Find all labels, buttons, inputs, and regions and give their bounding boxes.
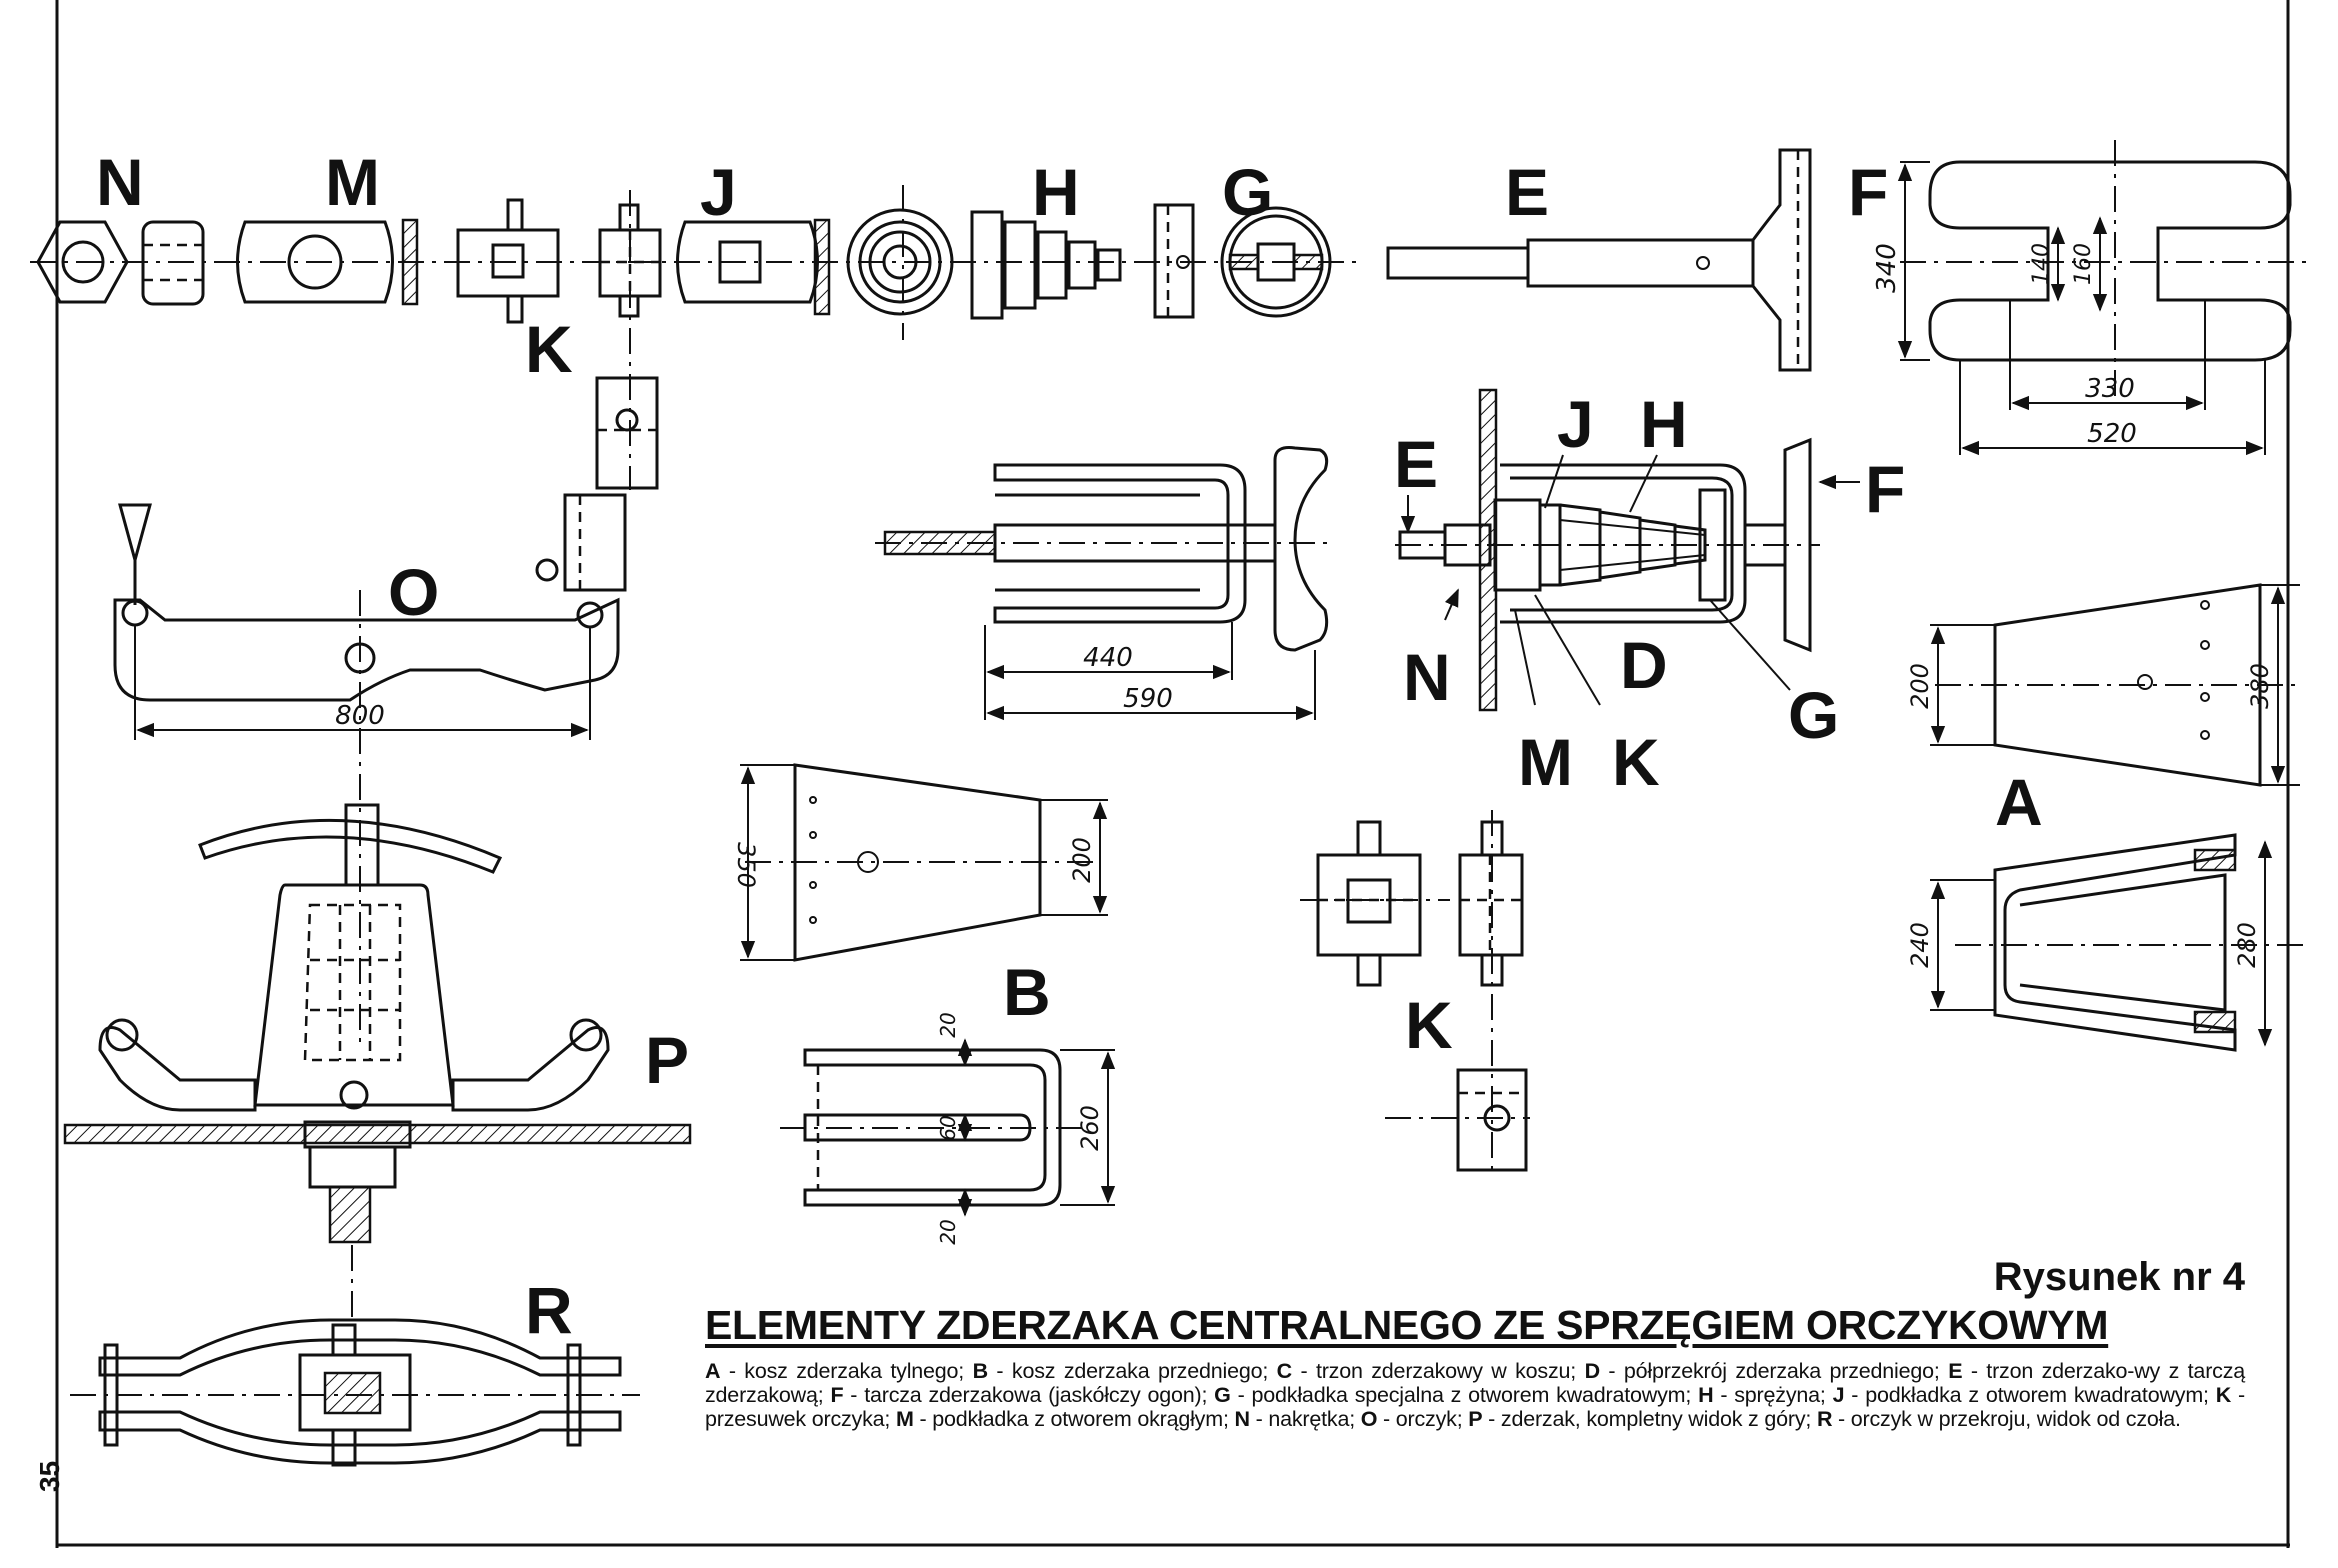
legend-text-p: - zderzak, kompletny widok z góry; xyxy=(1482,1407,1817,1431)
dim-b2-bot: 20 xyxy=(936,1219,960,1244)
label-k-detail: K xyxy=(1405,988,1453,1062)
label-o: O xyxy=(388,555,439,629)
exploded-view xyxy=(30,148,1812,490)
legend-text-m: - podkładka z otworem okrągłym; xyxy=(913,1407,1235,1431)
part-j-washer xyxy=(676,218,831,316)
figure-caption: Rysunek nr 4 ELEMENTY ZDERZAKA CENTRALNE… xyxy=(705,1255,2245,1431)
part-a-basket: 200 380 240 280 xyxy=(1906,583,2305,1052)
label-g-section: G xyxy=(1788,678,1839,752)
dim-a-left: 200 xyxy=(1906,663,1934,709)
page-number: 35 xyxy=(34,1460,65,1492)
part-b-basket: 350 200 20 60 20 260 xyxy=(732,763,1116,1245)
legend-key-a: A xyxy=(705,1359,721,1383)
label-f-top: F xyxy=(1848,155,1888,229)
part-h-spring-side xyxy=(970,210,1122,320)
legend-text-r: - orczyk w przekroju, widok od czoła. xyxy=(1832,1407,2181,1431)
dim-b-left: 350 xyxy=(732,842,760,888)
part-o-orczyk: 800 xyxy=(113,493,627,1045)
label-f-section: F xyxy=(1865,452,1905,526)
part-k-detail xyxy=(1300,810,1530,1172)
legend-text-a: - kosz zderzaka tylnego; xyxy=(720,1359,973,1383)
figure-title: ELEMENTY ZDERZAKA CENTRALNEGO ZE SPRZĘGI… xyxy=(705,1302,2109,1348)
part-labels: N M K J H G E F O E J H F N D G M K A B … xyxy=(96,145,2043,1347)
dim-f-width1: 330 xyxy=(2085,374,2135,404)
part-p-bumper xyxy=(63,803,692,1320)
dim-a-right: 380 xyxy=(2246,663,2274,709)
label-j-top: J xyxy=(700,155,737,229)
dim-o-span: 800 xyxy=(335,701,385,731)
legend-text-c: - trzon zderzakowy w koszu; xyxy=(1291,1359,1585,1383)
label-e-section: E xyxy=(1394,427,1438,501)
legend-key-o: O xyxy=(1360,1407,1378,1431)
legend-key-j: J xyxy=(1832,1383,1845,1407)
figure-number: Rysunek nr 4 xyxy=(1993,1255,2245,1299)
label-h-top: H xyxy=(1032,155,1080,229)
legend-text-j: - podkładka z otworem kwadratowym; xyxy=(1844,1383,2216,1407)
legend-text-n: - nakrętka; xyxy=(1249,1407,1361,1431)
label-n-section: N xyxy=(1403,640,1451,714)
legend-text-b: - kosz zderzaka przedniego; xyxy=(987,1359,1277,1383)
dim-f-inner2: 160 xyxy=(2071,243,2096,285)
legend-key-h: H xyxy=(1698,1383,1714,1407)
legend-text-d: - półprzekrój zderzaka przedniego; xyxy=(1599,1359,1949,1383)
label-k-section: K xyxy=(1612,725,1660,799)
legend-text-e: - trzon zderzako-wy z tarczą zderzakową; xyxy=(705,1359,2246,1407)
legend-key-p: P xyxy=(1468,1407,1483,1431)
page-frame xyxy=(55,0,2290,1548)
legend-key-e: E xyxy=(1948,1359,1963,1383)
dim-c-len1: 440 xyxy=(1083,643,1133,673)
legend-text-k: - przesuwek orczyka; xyxy=(705,1383,2245,1431)
label-d: D xyxy=(1620,628,1668,702)
legend-key-f: F xyxy=(830,1383,844,1407)
label-k-top: K xyxy=(525,312,573,386)
label-h-section: H xyxy=(1640,387,1688,461)
part-c-shaft: 440 590 xyxy=(875,446,1335,721)
part-f-plate: 340 140 160 330 520 xyxy=(1872,140,2310,456)
legend-key-k: K xyxy=(2215,1383,2232,1407)
part-d-section xyxy=(1395,388,1860,712)
legend-text-o: - orczyk; xyxy=(1377,1407,1469,1431)
part-m-washer xyxy=(236,218,419,306)
part-e-shaft xyxy=(1386,148,1812,372)
figure-legend: A - kosz zderzaka tylnego; B - kosz zder… xyxy=(705,1359,2245,1431)
legend-key-g: G xyxy=(1214,1383,1231,1407)
dim-a2-right: 280 xyxy=(2233,922,2261,968)
dim-b2-height: 260 xyxy=(1076,1105,1104,1151)
dim-b2-mid: 60 xyxy=(936,1115,960,1140)
legend-key-n: N xyxy=(1234,1407,1251,1431)
legend-key-d: D xyxy=(1584,1359,1601,1383)
label-m-top: M xyxy=(325,145,380,219)
legend-key-b: B xyxy=(972,1359,989,1383)
label-r: R xyxy=(525,1273,573,1347)
part-r-section xyxy=(70,1318,640,1467)
legend-key-c: C xyxy=(1276,1359,1293,1383)
dim-f-width2: 520 xyxy=(2087,419,2137,449)
legend-key-r: R xyxy=(1816,1407,1833,1431)
dim-b-right: 200 xyxy=(1068,837,1096,883)
label-j-section: J xyxy=(1557,387,1594,461)
part-g-washer xyxy=(1153,203,1332,319)
label-n-top: N xyxy=(96,145,144,219)
dim-b2-top: 20 xyxy=(936,1012,960,1037)
label-m-section: M xyxy=(1518,725,1573,799)
part-n-nut xyxy=(36,220,205,306)
legend-text-h: - sprężyna; xyxy=(1713,1383,1833,1407)
legend-text-f: - tarcza zderzakowa (jaskółczy ogon); xyxy=(843,1383,1215,1407)
dim-f-inner1: 140 xyxy=(2029,243,2054,285)
label-b: B xyxy=(1003,955,1051,1029)
part-k-slider xyxy=(456,190,662,490)
legend-key-m: M xyxy=(895,1407,914,1431)
legend-text-g: - podkładka specjalna z otworem kwadrato… xyxy=(1230,1383,1699,1407)
label-a: A xyxy=(1995,765,2043,839)
dim-c-len2: 590 xyxy=(1123,684,1173,714)
label-e-top: E xyxy=(1505,155,1549,229)
label-p: P xyxy=(645,1023,689,1097)
dim-f-height: 340 xyxy=(1872,243,1902,293)
part-h-spring-end xyxy=(846,185,954,340)
label-g-top: G xyxy=(1222,155,1273,229)
dim-a2-left: 240 xyxy=(1906,922,1934,968)
